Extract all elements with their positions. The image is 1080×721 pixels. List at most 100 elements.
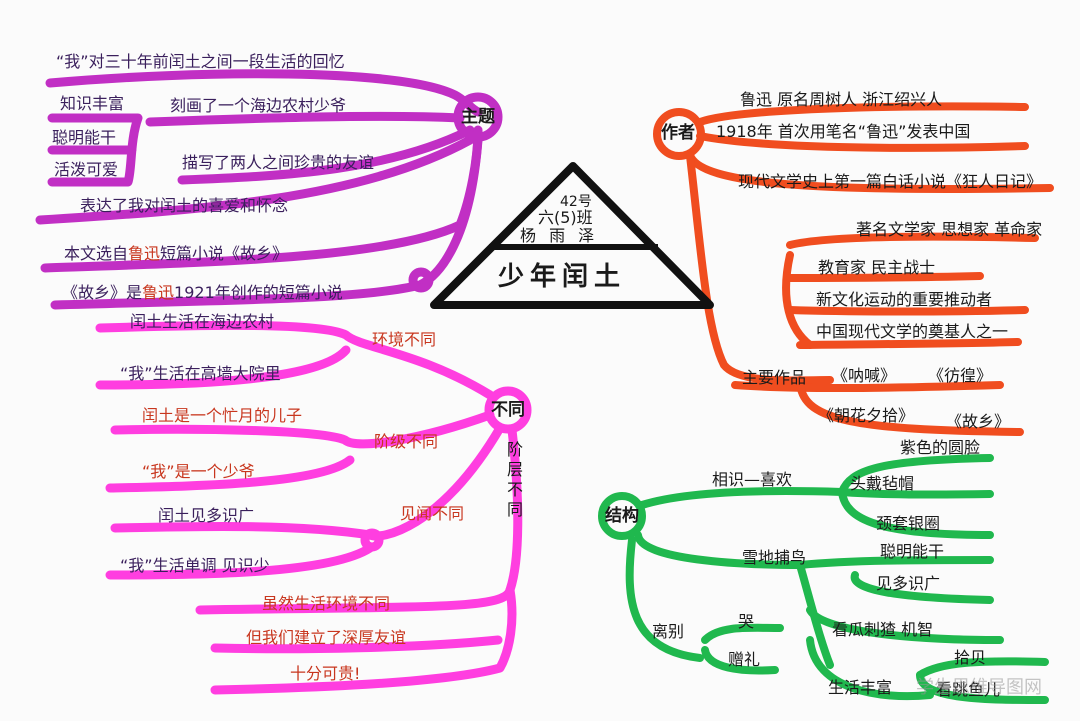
author-works-1: [731, 381, 1004, 393]
author-branch-1: [696, 102, 1029, 126]
struct-meet-label: 相识—喜欢: [712, 470, 793, 489]
struct-meet-2: [838, 488, 994, 499]
structure-node: 结构: [605, 506, 639, 526]
theme-item-affection: 表达了我对闰土的喜爱和怀念: [80, 196, 289, 215]
struct-melon: 看瓜刺猹 机智: [832, 620, 934, 639]
watermark: 学生思维导图网: [916, 677, 1042, 698]
struct-parting-label: 离别: [652, 622, 685, 641]
struct-parting-2: [701, 646, 779, 675]
struct-meet-face: 紫色的圆脸: [900, 438, 981, 457]
struct-meet-1: [838, 454, 994, 496]
map-title: 少年闰土: [498, 262, 627, 292]
trait-capable: 聪明能干: [52, 128, 117, 147]
author-line-1918: 1918年 首次用笔名“鲁迅”发表中国: [716, 122, 971, 141]
author-title-4: [796, 338, 1022, 349]
theme-item-source: 本文选自鲁迅短篇小说《故乡》: [64, 244, 289, 263]
author-branch-3: [686, 151, 1054, 194]
theme-node: 主题: [461, 107, 495, 127]
work-nahan: 《呐喊》: [832, 366, 897, 385]
author-line-name: 鲁迅 原名周树人 浙江绍兴人: [740, 90, 943, 109]
theme-branch-2: [145, 111, 465, 127]
author-title-2: [786, 272, 984, 282]
author-node: 作者: [661, 123, 695, 143]
theme-branch-6: [50, 135, 483, 310]
struct-parting-1: [701, 623, 784, 644]
diff-class-upper: [110, 410, 495, 449]
struct-life-shells: 拾贝: [954, 648, 987, 667]
author-branch-2: [696, 132, 1029, 152]
struct-snow-2: [850, 571, 994, 604]
theme-item-portrait: 刻画了一个海边农村少爷: [170, 96, 347, 115]
structure-node-ring: [598, 492, 646, 540]
diff-curl: [360, 528, 384, 552]
diff-see-me: “我”生活单调 见识少: [120, 556, 270, 575]
author-trunk: [686, 152, 834, 385]
diff-see-lower: [105, 543, 375, 580]
struct-life: [806, 636, 934, 701]
pyramid-outline: [430, 162, 714, 309]
author-title-educator: 教育家 民主战士: [818, 258, 936, 277]
diff-conclusion-3: [210, 585, 517, 695]
author-title-writer: 著名文学家 思想家 革命家: [856, 220, 1043, 239]
theme-node-ring: [453, 92, 503, 142]
student-name: 杨 雨 泽: [520, 226, 599, 245]
struct-life-fish: 看跳鱼儿: [936, 680, 1001, 699]
diff-class-label: 阶级不同: [374, 432, 439, 451]
diff-conclusion-1: 虽然生活环境不同: [262, 594, 391, 613]
struct-parting: [625, 536, 704, 662]
class-name: 六(5)班: [538, 208, 593, 227]
diff-vertical-text: 阶层不同: [506, 440, 523, 519]
theme-branch-4: [35, 135, 475, 225]
trait-lively: 活泼可爱: [54, 160, 119, 179]
struct-snow-1: [796, 556, 994, 569]
diff-conclusion-3: 十分可贵!: [290, 664, 361, 683]
diff-class-lower: [105, 455, 355, 493]
work-panghuang: 《彷徨》: [928, 366, 993, 385]
author-title-3: [786, 306, 1029, 316]
diff-env-label: 环境不同: [372, 330, 437, 349]
author-works-label: 主要作品: [742, 368, 807, 387]
theme-curl: [408, 267, 434, 293]
author-works-2: [796, 376, 1024, 436]
struct-snow-label: 雪地捕鸟: [742, 548, 807, 567]
struct-life-1: [916, 657, 1049, 679]
work-zhaohua: 《朝花夕拾》: [818, 406, 915, 425]
struct-meet-hat: 头戴毡帽: [850, 474, 915, 493]
struct-melon: [806, 606, 1004, 644]
diff-see-runtu: 闰土见多识广: [158, 506, 255, 525]
struct-parting-gift: 赠礼: [728, 650, 761, 669]
difference-node: 不同: [491, 400, 525, 420]
struct-life-2: [916, 671, 1049, 704]
struct-snow-capable: 聪明能干: [880, 542, 945, 561]
author-title-founder: 中国现代文学的奠基人之一: [816, 322, 1009, 341]
author-title-new-culture: 新文化运动的重要推动者: [816, 290, 993, 309]
diff-conclusion-2: [210, 635, 503, 654]
diff-vertical: [195, 425, 523, 615]
author-line-first-novel: 现代文学史上第一篇白话小说《狂人日记》: [738, 172, 1043, 191]
diff-class-me: “我”是一个少爷: [142, 462, 255, 481]
struct-meet-3: [838, 488, 994, 539]
struct-meet-collar: 颈套银圈: [876, 514, 941, 533]
theme-traits-bracket: [47, 113, 143, 187]
struct-life-label: 生活丰富: [828, 678, 893, 697]
diff-conclusion-2: 但我们建立了深厚友谊: [246, 628, 407, 647]
theme-item-memory: “我”对三十年前闰土之间一段生活的回忆: [56, 52, 345, 71]
student-number: 42号: [560, 194, 592, 210]
work-guxiang: 《故乡》: [946, 412, 1011, 431]
diff-env-runtu: 闰土生活在海边农村: [130, 312, 275, 331]
struct-meet: [638, 487, 846, 509]
author-title-1: [786, 232, 1039, 249]
theme-item-story: 《故乡》是鲁迅1921年创作的短篇小说: [62, 283, 343, 302]
diff-env-upper: [95, 320, 495, 400]
trait-knowledge: 知识丰富: [60, 94, 125, 113]
theme-branch-3: [177, 125, 475, 185]
struct-snow-knowledge: 见多识广: [876, 574, 941, 593]
struct-parting-cry: 哭: [738, 612, 755, 631]
diff-class-runtu: 闰土是一个忙月的儿子: [142, 406, 303, 425]
struct-trunk: [634, 531, 834, 669]
diff-env-me: “我”生活在高墙大院里: [120, 364, 281, 383]
theme-item-friendship: 描写了两人之间珍贵的友谊: [182, 153, 375, 172]
author-titles-trunk: [782, 251, 814, 349]
